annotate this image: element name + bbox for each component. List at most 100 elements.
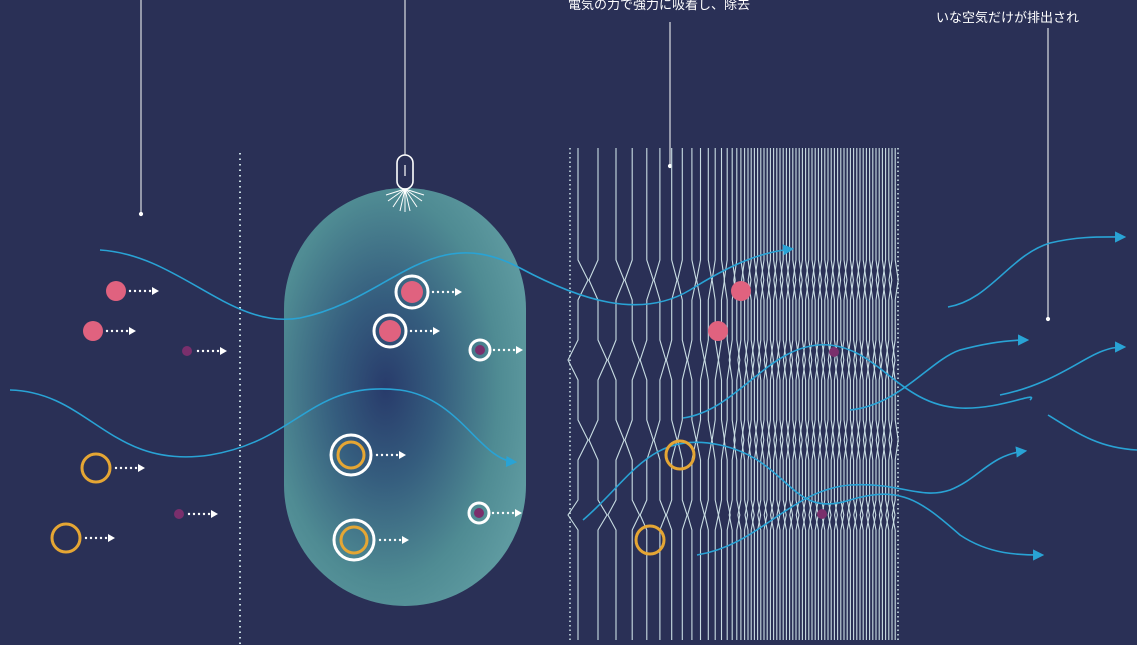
mesh-wire <box>811 148 819 640</box>
mesh-wire <box>882 148 890 640</box>
mesh-wire <box>665 148 678 640</box>
mesh-wire <box>888 148 896 640</box>
mesh-wire <box>843 148 851 640</box>
charge-ring <box>394 274 430 310</box>
mesh-wire <box>773 148 781 640</box>
mesh-wire <box>704 148 713 640</box>
mesh-wire <box>872 148 880 640</box>
large-particle <box>83 321 103 341</box>
mesh-wire <box>798 148 806 640</box>
dotted-arrow-icon <box>105 327 136 335</box>
mesh-wire <box>878 148 886 640</box>
mesh-wire <box>866 148 874 640</box>
mesh-wire <box>859 148 867 640</box>
guide-dot-filter <box>667 163 673 169</box>
mesh-wire <box>737 148 745 640</box>
mesh-wire <box>853 148 861 640</box>
large-particle <box>106 281 126 301</box>
mesh-wire <box>747 148 755 640</box>
mesh-wire <box>814 148 822 640</box>
mesh-wire <box>875 148 883 640</box>
dotted-arrow-icon <box>114 464 145 472</box>
mesh-wire <box>862 148 870 640</box>
large-particle <box>708 321 728 341</box>
mesh-wire <box>711 148 719 640</box>
charged-particles <box>329 274 523 562</box>
mesh-wire <box>808 148 816 640</box>
dotted-arrow-icon <box>84 534 115 542</box>
small-particle <box>829 347 839 357</box>
mesh-wire <box>696 148 705 640</box>
small-particle <box>474 508 484 518</box>
mesh-wire <box>733 148 741 640</box>
ring-particle <box>80 452 112 484</box>
mesh-wire <box>840 148 848 640</box>
mesh-wire <box>766 148 774 640</box>
mesh-wire <box>624 148 641 640</box>
small-particle <box>174 509 184 519</box>
small-particle <box>475 345 485 355</box>
dotted-arrow-icon <box>196 347 227 355</box>
mesh-wire <box>869 148 877 640</box>
mesh-wire <box>856 148 864 640</box>
mesh-wire <box>802 148 810 640</box>
charge-ring <box>467 501 491 525</box>
mesh-wire <box>776 148 784 640</box>
mesh-wire <box>824 148 832 640</box>
mesh-wire <box>717 148 726 640</box>
mesh-wire <box>677 148 688 640</box>
mesh-wire <box>782 148 790 640</box>
mesh-wire <box>834 148 842 640</box>
mesh-wire <box>792 148 800 640</box>
mesh-wire <box>741 148 749 640</box>
airflow-line-6 <box>849 334 1030 411</box>
captured-particles <box>634 281 839 556</box>
large-particle <box>401 281 423 303</box>
charge-ring <box>329 433 373 477</box>
mesh-wire <box>821 148 829 640</box>
mesh-wire <box>837 148 845 640</box>
mesh-wire <box>687 148 697 640</box>
outlet-caption: いな空気だけが排出され <box>936 10 1079 26</box>
ring-particle <box>50 522 82 554</box>
guide-dot-outlet <box>1045 316 1051 322</box>
mesh-wire <box>639 148 654 640</box>
mesh-wire <box>779 148 787 640</box>
mesh-wire <box>750 148 758 640</box>
airflow-line-1 <box>99 244 795 321</box>
small-particle <box>182 346 192 356</box>
guide-dot-intake <box>138 211 144 217</box>
airflow-line-2 <box>9 388 518 468</box>
mesh-wire <box>850 148 858 640</box>
mesh-wire <box>754 148 762 640</box>
ring-particle <box>336 440 366 470</box>
intake-particles <box>50 281 227 554</box>
mesh-wire <box>795 148 803 640</box>
mesh-wire <box>763 148 771 640</box>
airflow-line-9 <box>1047 414 1137 451</box>
airflow-line-5 <box>696 446 1028 556</box>
mesh-wire <box>588 148 608 640</box>
charge-ring <box>468 338 492 362</box>
mesh-wire <box>607 148 625 640</box>
mesh-wire <box>567 148 589 640</box>
mesh-wire <box>789 148 797 640</box>
mesh-wire <box>805 148 813 640</box>
mesh-wire <box>744 148 752 640</box>
small-particle <box>817 509 827 519</box>
mesh-wire <box>786 148 794 640</box>
airflow-line-3 <box>682 344 1033 419</box>
mesh-wire <box>770 148 778 640</box>
filter-stage-caption: 電気の力で強力に吸着し、除去 <box>568 0 750 13</box>
ion-chamber <box>284 188 526 606</box>
airflow-line-4 <box>582 441 1045 561</box>
charge-ring <box>372 313 408 349</box>
large-particle <box>379 320 401 342</box>
mesh-wire <box>757 148 765 640</box>
mesh-wire <box>723 148 731 640</box>
airflow-line-8 <box>999 341 1127 396</box>
mesh-wire <box>830 148 838 640</box>
mesh-wire <box>818 148 826 640</box>
